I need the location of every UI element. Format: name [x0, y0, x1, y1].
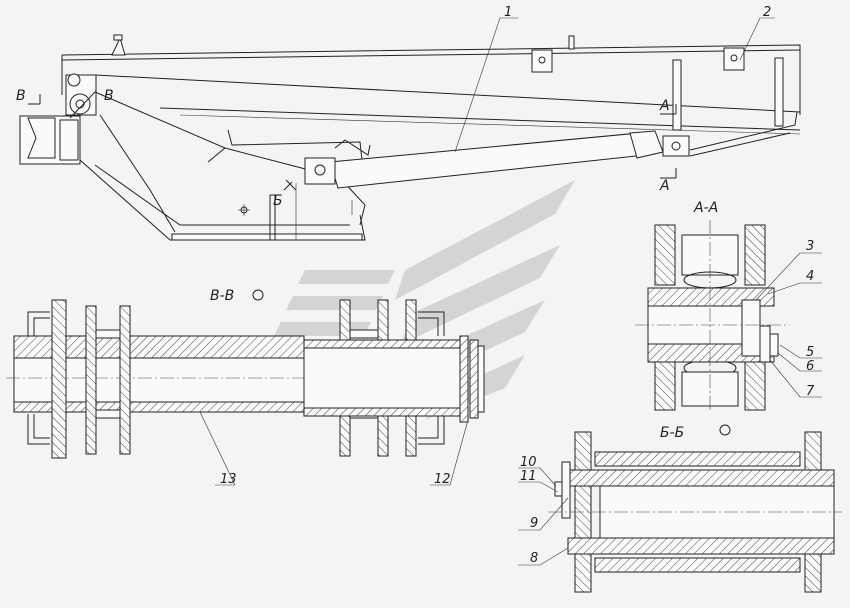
section-bb-view: Б-Б [548, 424, 842, 593]
callout-11: 11 [520, 469, 537, 484]
section-mark-v-right: В [104, 88, 114, 104]
callout-5: 5 [806, 345, 814, 360]
callout-9: 9 [530, 516, 538, 531]
leader-lines [199, 17, 822, 566]
callout-7: 7 [806, 384, 815, 399]
section-mark-a-top: А [659, 98, 670, 114]
callout-labels: 1 2 3 4 5 6 7 8 9 10 11 12 13 [220, 5, 815, 566]
section-markers: В В А А Б [16, 88, 677, 209]
section-mark-a-bottom: А [659, 178, 670, 194]
callout-2: 2 [763, 5, 771, 20]
callout-8: 8 [530, 551, 538, 566]
section-title-vv: В-В [210, 288, 234, 304]
main-assembly-view [19, 34, 801, 241]
section-vv-view: В-В [6, 288, 485, 459]
section-aa-view: А-А [635, 200, 790, 412]
section-title-bb: Б-Б [660, 425, 684, 441]
section-title-aa: А-А [693, 200, 718, 216]
callout-1: 1 [504, 5, 512, 20]
callout-4: 4 [806, 269, 814, 284]
callout-12: 12 [434, 472, 451, 487]
section-mark-v-left: В [16, 88, 26, 104]
callout-3: 3 [806, 239, 814, 254]
callout-6: 6 [806, 359, 814, 374]
callout-10: 10 [520, 455, 537, 470]
callout-13: 13 [220, 472, 237, 487]
section-mark-b: Б [273, 193, 283, 209]
